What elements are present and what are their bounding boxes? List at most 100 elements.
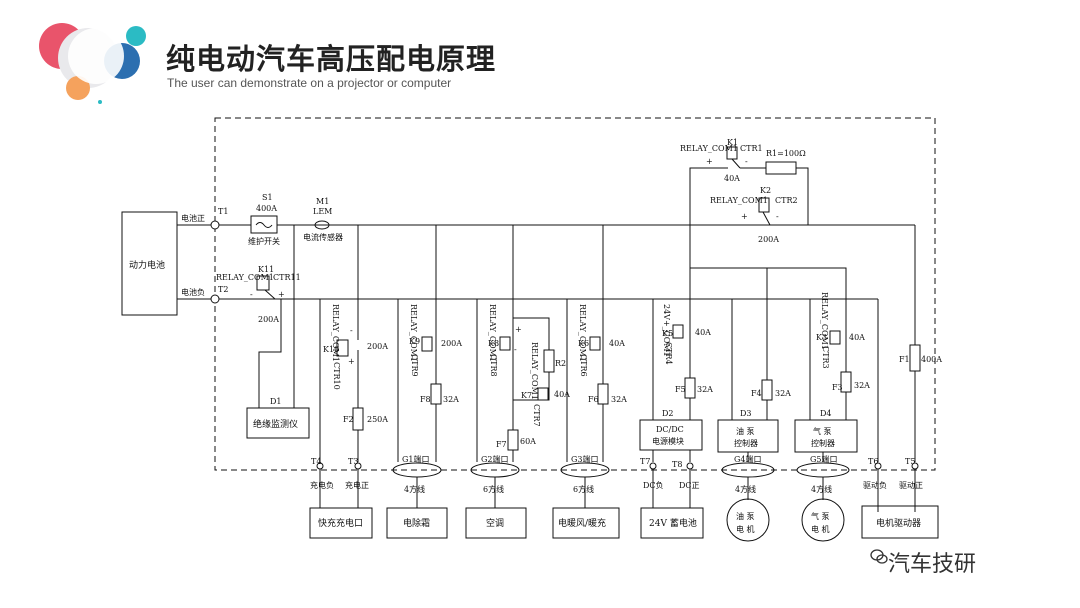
battery-24v-box <box>640 507 704 539</box>
k6-com: RELAY_COM1 <box>578 304 587 362</box>
air-motor-2: 电 机 <box>811 524 830 534</box>
f7-label: F7 <box>496 440 507 449</box>
k3-ctr: CTR3 <box>821 346 830 369</box>
d4-label: D4 <box>820 409 832 418</box>
f1-fuse <box>909 344 921 372</box>
f2-rating: 250A <box>367 415 388 424</box>
m1-name: 电流传感器 <box>303 232 343 242</box>
g2-label: G2端口 <box>481 454 508 464</box>
k9-label: K9 <box>409 337 420 346</box>
s1-name: 维护开关 <box>248 236 280 246</box>
bat-pos-label: 电池正 <box>181 213 205 223</box>
drive-neg-label: 驱动负 <box>863 480 887 490</box>
logo-white-circle <box>68 28 124 84</box>
f4-fuse <box>761 379 773 401</box>
r2-resistor <box>543 349 555 373</box>
k9-rating: 200A <box>441 339 462 348</box>
k1-label: K1 <box>727 138 738 147</box>
k8-minus: - <box>514 345 517 354</box>
f2-fuse <box>352 407 364 431</box>
m1-type: LEM <box>313 207 332 216</box>
k2-plus: + <box>741 212 748 221</box>
logo-teal-circle <box>126 26 146 46</box>
f1-label: F1 <box>899 355 910 364</box>
g2-wire-label: 6方线 <box>483 484 504 494</box>
k1-rating: 40A <box>724 174 740 183</box>
precharge-loop-right <box>796 167 809 225</box>
k9-com: RELAY_COM1 <box>409 304 418 362</box>
k10-ctr: CTR10 <box>332 362 341 390</box>
k1-ctr: CTR1 <box>740 144 763 153</box>
k6-rating: 40A <box>609 339 625 348</box>
g3-wire-label: 6方线 <box>573 484 594 494</box>
k1-minus: - <box>745 157 748 166</box>
f3-label: F3 <box>832 383 843 392</box>
k11-contact <box>264 289 276 300</box>
k2-label: K2 <box>760 186 771 195</box>
fast-charge-box <box>309 507 373 539</box>
terminal-t7 <box>649 462 657 470</box>
charge-pos-label: 充电正 <box>345 480 369 490</box>
k7-label: K7 <box>521 391 532 400</box>
page-title: 纯电动汽车高压配电原理 <box>166 42 497 76</box>
k5-ctr: CTR4 <box>664 342 673 365</box>
air-pump-controller-box <box>794 419 858 453</box>
k6-relay-coil <box>589 336 601 351</box>
logo-dot <box>98 100 102 104</box>
t5-label: T5 <box>905 457 915 466</box>
k11-relay-coil <box>256 275 270 291</box>
motor-driver-label: 电机驱动器 <box>876 517 921 529</box>
t6-label: T6 <box>868 457 878 466</box>
precharge-loop-left <box>689 167 728 225</box>
k11-label: K11 <box>258 265 274 274</box>
fast-charge-label: 快充充电口 <box>318 517 363 529</box>
boundary-dashed-box <box>214 117 936 471</box>
ac-label: 空调 <box>486 517 504 529</box>
t3-label: T3 <box>348 457 358 466</box>
t7-label: T7 <box>640 457 650 466</box>
d3-label: D3 <box>740 409 752 418</box>
f3-rating: 32A <box>854 381 870 390</box>
bat-neg-label: 电池负 <box>181 287 205 297</box>
heater-box <box>552 507 620 539</box>
k6-ctr: CTR6 <box>579 354 588 377</box>
d2-name1: DC/DC <box>656 425 684 434</box>
r1-label: R1=100Ω <box>766 149 806 158</box>
k6-label: K6 <box>578 339 589 348</box>
drive-pos-label: 驱动正 <box>899 480 923 490</box>
f4-rating: 32A <box>775 389 791 398</box>
f5-fuse <box>684 377 696 399</box>
charge-neg-label: 充电负 <box>310 480 334 490</box>
g4-label: G4端口 <box>734 454 761 464</box>
k7-relay-coil <box>537 387 549 401</box>
g4-wire-label: 4方线 <box>735 484 756 494</box>
s1-label: S1 <box>262 193 273 202</box>
k3-label: K3 <box>816 333 827 342</box>
d2-label: D2 <box>662 409 674 418</box>
g5-wire-label: 4方线 <box>811 484 832 494</box>
k1-com: RELAY_COM1 <box>680 144 738 153</box>
k3-com: RELAY_COM1 <box>820 292 829 350</box>
oil-motor-2: 电 机 <box>736 524 755 534</box>
defrost-label: 电除霜 <box>403 517 430 529</box>
d1-label: D1 <box>270 397 282 406</box>
d4-name2: 控制器 <box>811 438 835 448</box>
k3-relay-coil <box>829 330 841 345</box>
terminal-t1 <box>210 220 220 230</box>
f4-label: F4 <box>751 389 762 398</box>
terminal-t8 <box>686 462 694 470</box>
air-pump-motor <box>801 498 845 542</box>
s1-rating: 400A <box>256 204 277 213</box>
k10-com: RELAY_COM1 <box>331 304 340 362</box>
k2-ctr: CTR2 <box>775 196 798 205</box>
g3-label: G3端口 <box>571 454 598 464</box>
k1-plus: + <box>706 157 713 166</box>
k7-ctr: CTR7 <box>532 404 541 427</box>
g1-label: G1端口 <box>402 454 429 464</box>
f6-label: F6 <box>588 395 599 404</box>
k3-rating: 40A <box>849 333 865 342</box>
t4-label: T4 <box>311 457 321 466</box>
k11-com: RELAY_COM1 <box>216 273 274 282</box>
k8-label: K8 <box>488 339 499 348</box>
r2-label: R2 <box>555 359 566 368</box>
